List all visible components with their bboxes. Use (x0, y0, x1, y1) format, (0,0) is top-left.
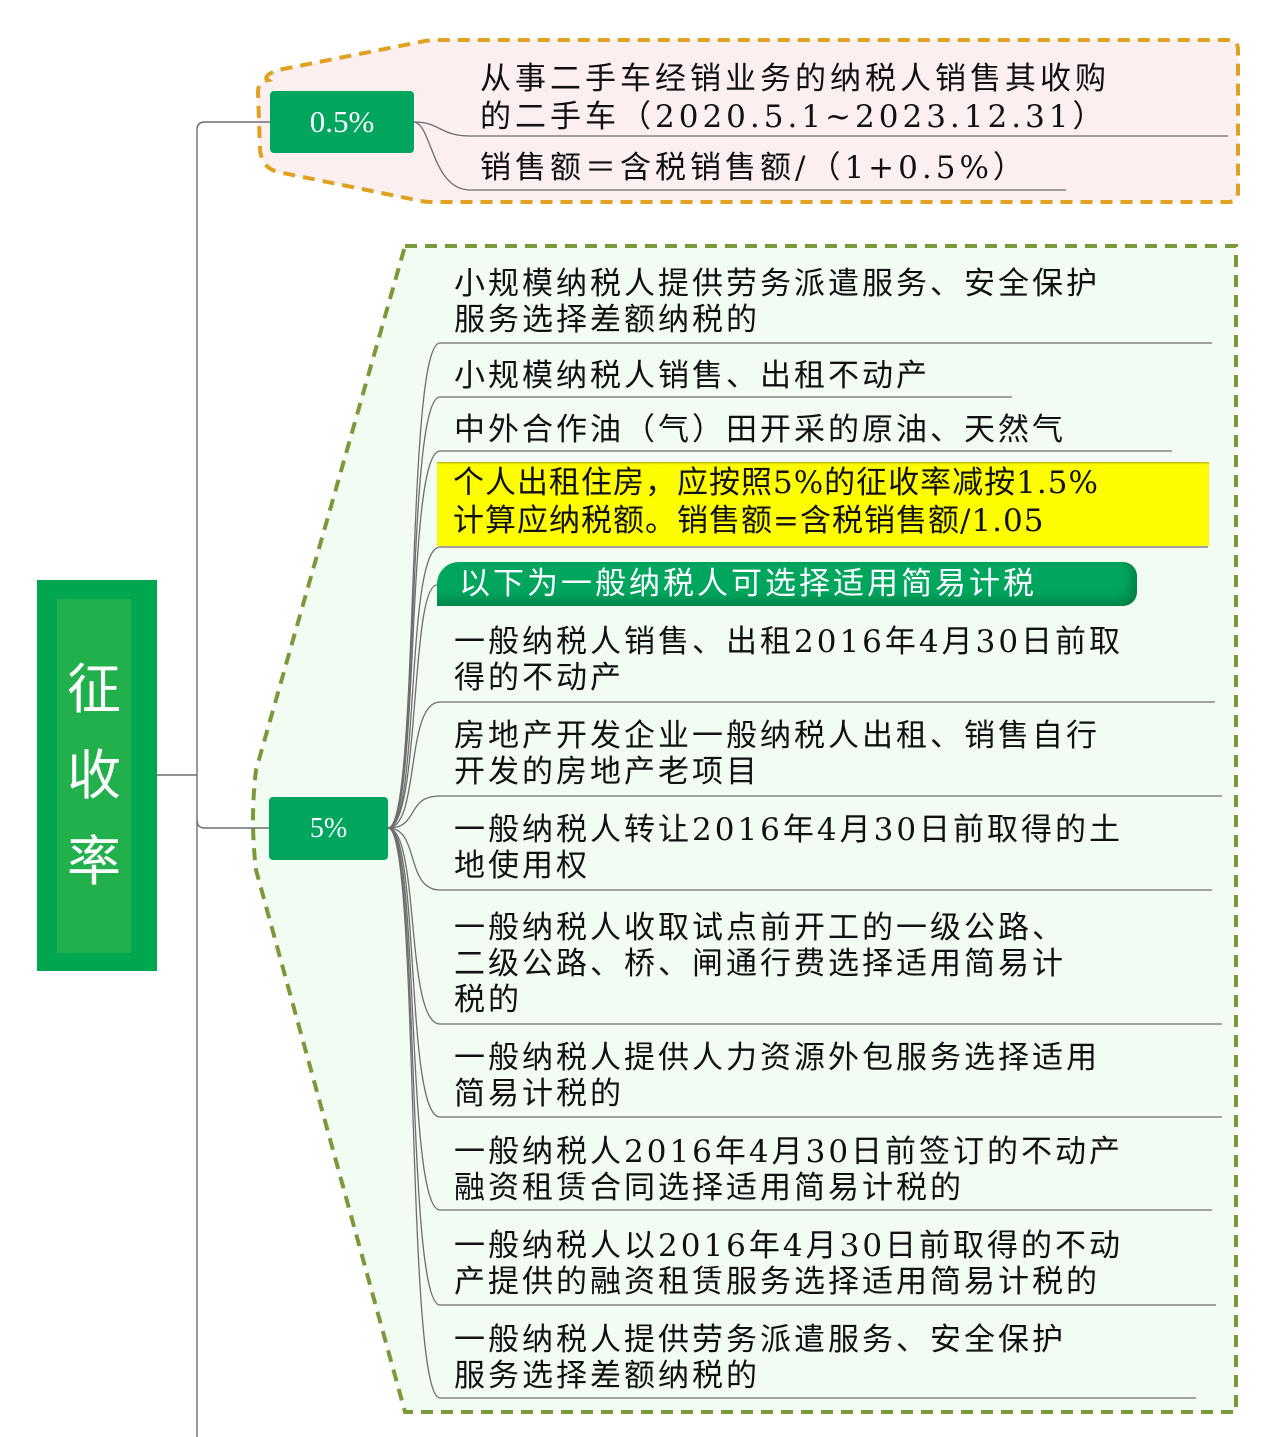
leaf-general-taxpayer-simplified-tag[interactable]: 以下为一般纳税人可选择适用简易计税 (437, 562, 1137, 606)
leaf-finance-lease-service[interactable]: 一般纳税人以2016年4月30日前取得的不动 产提供的融资租赁服务选择适用简易计… (454, 1228, 1124, 1300)
leaf-small-labor-dispatch[interactable]: 小规模纳税人提供劳务派遣服务、安全保护 服务选择差额纳税的 (454, 266, 1100, 338)
leaf-sino-foreign-oil-gas[interactable]: 中外合作油（气）田开采的原油、天然气 (454, 412, 1066, 448)
rate-node-0-5-percent[interactable]: 0.5% (270, 91, 414, 153)
boundary-0-5-percent (255, 38, 1240, 204)
leaf-developer-old-projects[interactable]: 房地产开发企业一般纳税人出租、销售自行 开发的房地产老项目 (454, 718, 1100, 790)
leaf-small-real-estate[interactable]: 小规模纳税人销售、出租不动产 (454, 358, 930, 394)
leaf-general-real-estate-pre-2016[interactable]: 一般纳税人销售、出租2016年4月30日前取 得的不动产 (454, 624, 1124, 696)
leaf-used-car-dealer[interactable]: 从事二手车经销业务的纳税人销售其收购 的二手车（2020.5.1~2023.12… (480, 61, 1110, 135)
leaf-hr-outsourcing[interactable]: 一般纳税人提供人力资源外包服务选择适用 简易计税的 (454, 1040, 1100, 1112)
leaf-finance-lease-contract[interactable]: 一般纳税人2016年4月30日前签订的不动产 融资租赁合同选择适用简易计税的 (454, 1134, 1124, 1206)
root-char: 收 (67, 744, 121, 807)
leaf-toll-roads-bridges[interactable]: 一般纳税人收取试点前开工的一级公路、 二级公路、桥、闸通行费选择适用简易计 税的 (454, 910, 1066, 1018)
rate-label: 5% (309, 812, 348, 844)
leaf-used-car-formula[interactable]: 销售额＝含税销售额/（1+0.5%） (480, 150, 1028, 186)
rate-node-5-percent[interactable]: 5% (269, 797, 388, 860)
root-char: 征 (67, 658, 121, 721)
rate-label: 0.5% (309, 104, 375, 139)
leaf-land-use-rights[interactable]: 一般纳税人转让2016年4月30日前取得的土 地使用权 (454, 812, 1124, 884)
leaf-general-labor-dispatch[interactable]: 一般纳税人提供劳务派遣服务、安全保护 服务选择差额纳税的 (454, 1322, 1066, 1394)
root-node-label: 征 收 率 (57, 599, 131, 953)
root-node[interactable]: 征 收 率 (37, 580, 157, 971)
root-char: 率 (67, 830, 121, 893)
leaf-personal-housing-rental-highlight[interactable]: 个人出租住房，应按照5%的征收率减按1.5% 计算应纳税额。销售额=含税销售额/… (437, 462, 1209, 546)
